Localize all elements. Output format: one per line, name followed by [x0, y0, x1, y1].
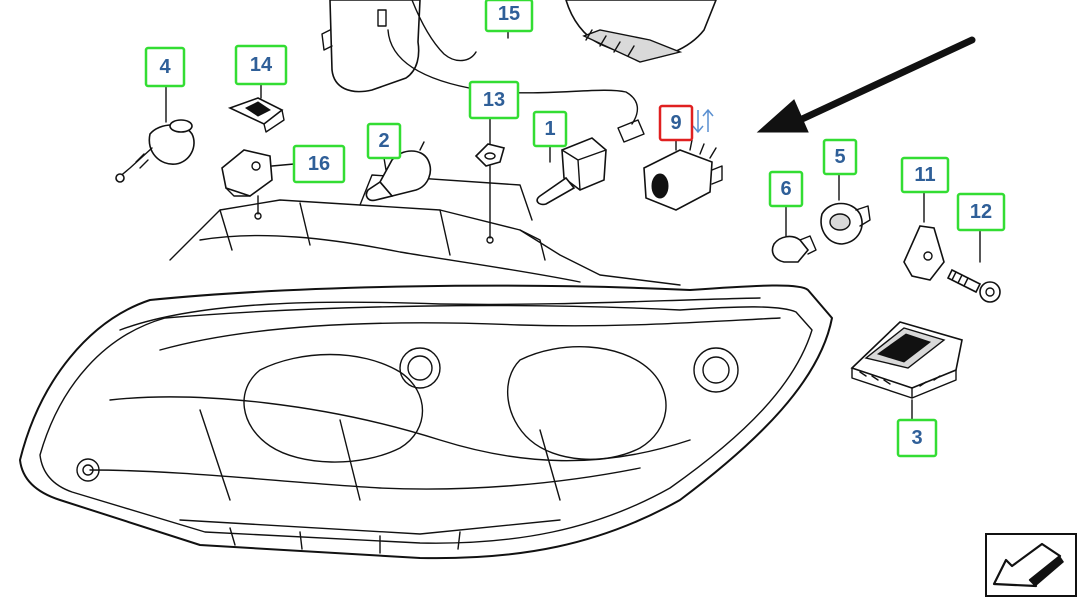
callout-11[interactable]: 11 — [900, 156, 950, 194]
svg-text:16: 16 — [308, 153, 330, 175]
callout-2[interactable]: 2 — [366, 122, 402, 160]
part-12-screw — [946, 268, 1001, 303]
part-14-clip — [227, 97, 285, 133]
callout-4[interactable]: 4 — [144, 46, 186, 88]
pointer-arrow-icon — [756, 36, 976, 133]
svg-text:3: 3 — [911, 427, 922, 449]
rear-cover — [321, 0, 717, 143]
part-4-adjuster — [115, 119, 195, 183]
callout-13[interactable]: 13 — [468, 80, 520, 120]
callout-1[interactable]: 1 — [532, 110, 568, 148]
part-9-socket — [643, 139, 723, 211]
svg-text:6: 6 — [780, 178, 791, 200]
svg-text:5: 5 — [834, 146, 845, 168]
callout-5[interactable]: 5 — [822, 138, 858, 176]
svg-text:15: 15 — [498, 3, 520, 25]
callout-14[interactable]: 14 — [234, 44, 288, 86]
svg-text:12: 12 — [970, 201, 992, 223]
svg-text:13: 13 — [483, 89, 505, 111]
part-1-xenon-bulb — [536, 137, 607, 206]
part-11-clip — [903, 225, 945, 281]
leader-lines — [165, 29, 981, 421]
callout-6[interactable]: 6 — [768, 170, 804, 208]
svg-text:4: 4 — [159, 56, 171, 78]
ballast-control-unit — [850, 321, 963, 399]
callout-12[interactable]: 12 — [956, 192, 1006, 232]
part-6-bulb — [771, 235, 817, 263]
svg-text:11: 11 — [914, 164, 935, 186]
svg-text:1: 1 — [544, 118, 555, 140]
svg-text:2: 2 — [378, 130, 389, 152]
return-arrow-icon[interactable] — [985, 533, 1077, 597]
callout-9[interactable]: 9 — [658, 104, 694, 142]
headlight-housing — [19, 174, 833, 560]
part-13-grommet — [474, 143, 505, 167]
callout-3[interactable]: 3 — [896, 418, 938, 458]
callout-labels: 4 14 15 13 2 1 9 16 — [144, 0, 1006, 458]
part-5-socket — [820, 202, 871, 245]
svg-text:14: 14 — [250, 54, 273, 76]
callout-16[interactable]: 16 — [292, 144, 346, 184]
double-arrow-icon — [692, 108, 714, 134]
svg-text:9: 9 — [670, 112, 681, 134]
callout-15[interactable]: 15 — [484, 0, 534, 33]
part-16-bracket — [221, 149, 273, 197]
